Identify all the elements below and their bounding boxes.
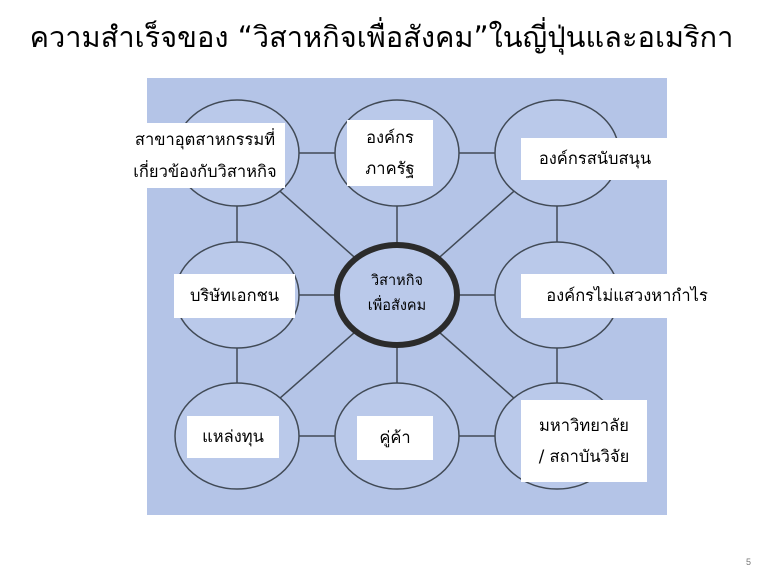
center-node-label: วิสาหกิจ เพื่อสังคม: [367, 272, 427, 314]
node-label-support-organization: องค์กรสนับสนุน: [521, 138, 669, 180]
node-label-private-company: บริษัทเอกชน: [174, 274, 295, 318]
slide-title: ความสำเร็จของ “วิสาหกิจเพื่อสังคม”ในญี่ป…: [29, 20, 734, 54]
node-label-industry-sector: สาขาอุตสาหกรรมที่ เกี่ยวข้องกับวิสาหกิจ: [125, 123, 285, 188]
page-number: 5: [745, 557, 751, 567]
center-node-ring: [334, 242, 460, 348]
node-label-nonprofit-organization: องค์กรไม่แสวงหากำไร: [521, 274, 733, 318]
node-label-university-research: มหาวิทยาลัย / สถาบันวิจัย: [521, 400, 647, 482]
diagram-panel: สาขาอุตสาหกรรมที่ เกี่ยวข้องกับวิสาหกิจ …: [125, 78, 733, 515]
node-label-funding-source: แหล่งทุน: [187, 416, 279, 458]
node-label-business-partner: คู่ค้า: [357, 416, 433, 460]
node-label-government-agency: องค์กร ภาครัฐ: [347, 120, 433, 186]
